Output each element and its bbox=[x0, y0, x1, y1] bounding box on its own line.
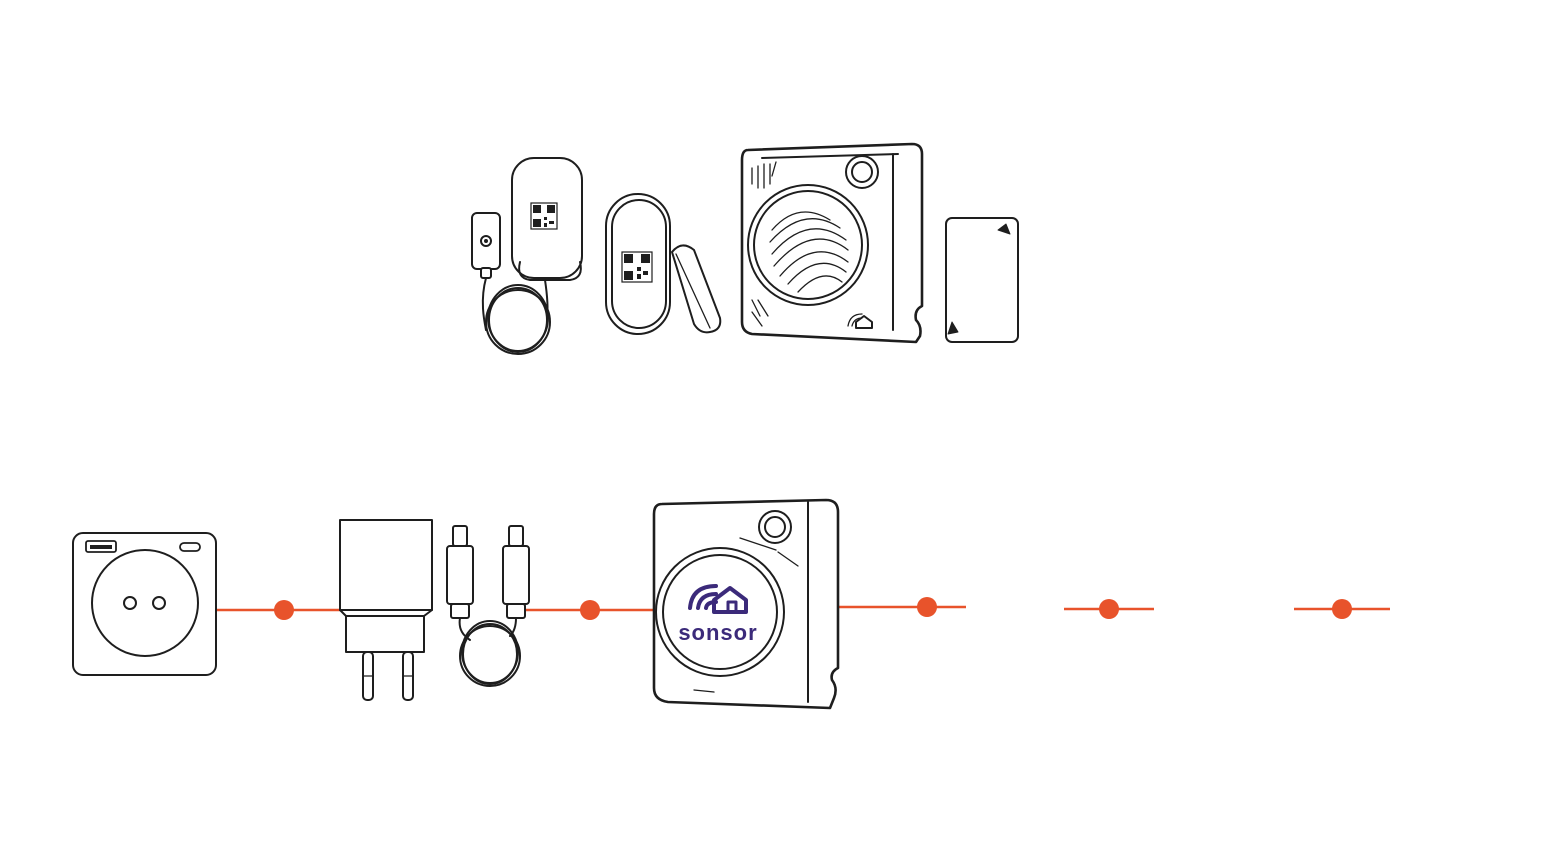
qr-code-icon bbox=[530, 202, 558, 230]
sonsor-hub-icon: sonsor bbox=[652, 498, 840, 710]
sonsor-logo-icon bbox=[688, 584, 748, 614]
bottom-row-chain: sonsor bbox=[72, 498, 1390, 710]
hub-speaker-icon bbox=[740, 142, 924, 344]
leak-sensor-icon bbox=[471, 157, 583, 355]
top-row-devices bbox=[471, 142, 1019, 355]
tag-card-icon bbox=[945, 217, 1019, 343]
contact-sensor-icon bbox=[605, 193, 722, 335]
connector-lines bbox=[216, 597, 1390, 620]
qr-code-icon bbox=[621, 251, 653, 283]
wall-socket-icon bbox=[72, 532, 217, 676]
power-adapter-icon bbox=[339, 519, 433, 701]
hub-logo-text: sonsor bbox=[678, 620, 757, 645]
connector-dot-3 bbox=[917, 597, 937, 617]
speaker-grille bbox=[769, 211, 849, 293]
connector-dot-5 bbox=[1332, 599, 1352, 619]
connector-dot-2 bbox=[580, 600, 600, 620]
usb-c-cable-icon bbox=[446, 525, 530, 687]
brand-mark-small-icon bbox=[847, 313, 873, 329]
connector-dot-4 bbox=[1099, 599, 1119, 619]
vent-slots bbox=[751, 161, 777, 327]
connector-dot-1 bbox=[274, 600, 294, 620]
